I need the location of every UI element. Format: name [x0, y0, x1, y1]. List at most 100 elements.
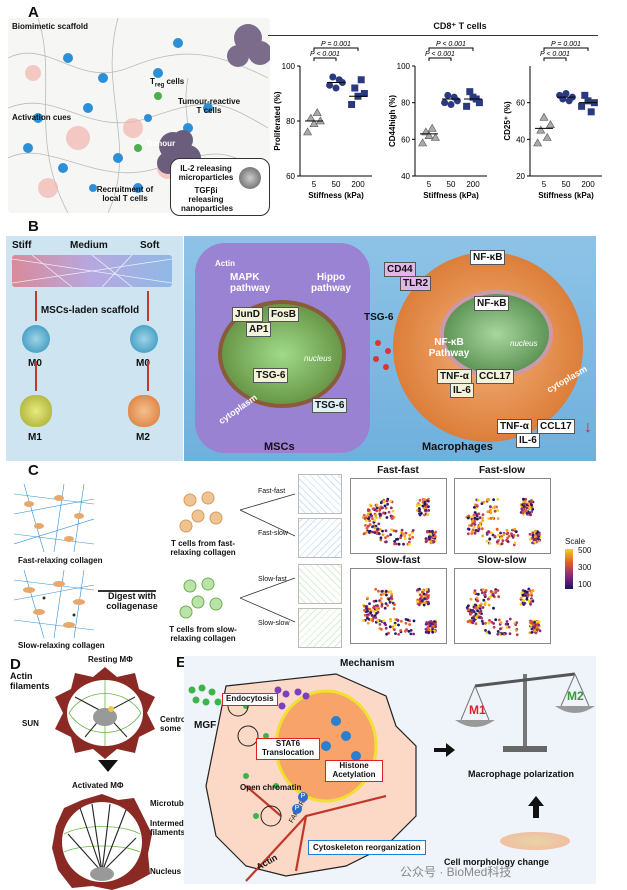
umap-point	[537, 623, 540, 627]
umap-point	[375, 503, 379, 507]
data-point-0	[312, 108, 322, 117]
up-arrow-stem	[533, 806, 539, 818]
cytoskeleton-box: Cytoskeleton reorganization	[308, 840, 426, 855]
umap-point	[475, 596, 479, 600]
panel-a-letter: A	[28, 4, 39, 21]
slow-collagen-mesh	[14, 570, 94, 638]
umap-point	[481, 513, 485, 516]
umap-point	[476, 499, 480, 502]
umap-point	[496, 498, 500, 501]
right-arrow-head-icon	[446, 743, 455, 757]
umap-point	[377, 522, 381, 526]
umap-point	[428, 535, 432, 538]
umap-point	[516, 534, 520, 537]
umap-point	[432, 540, 436, 544]
label-macrophages: Macrophages	[422, 441, 493, 453]
umap-point	[533, 541, 537, 544]
umap-point	[523, 589, 527, 593]
label-slow-collagen: Slow-relaxing collagen	[18, 641, 105, 650]
umap-point	[375, 608, 379, 611]
umap-point	[513, 527, 517, 531]
umap-point	[429, 540, 433, 544]
p-value-2: P < 0.001	[540, 51, 570, 58]
umap-point	[389, 590, 393, 593]
umap-point	[533, 620, 536, 624]
umap-point	[499, 531, 502, 535]
umap-point	[426, 600, 430, 604]
umap-point	[499, 627, 502, 631]
umap-point	[483, 593, 486, 597]
umap-point	[424, 601, 427, 605]
umap-point	[390, 592, 394, 596]
umap-point	[478, 611, 482, 614]
umap-point	[381, 506, 384, 510]
label-actin: Actin	[215, 259, 235, 268]
umap-point	[522, 505, 526, 509]
umap-point	[486, 510, 490, 514]
umap-point	[496, 509, 499, 512]
umap-point	[425, 621, 428, 624]
umap-point	[418, 600, 422, 604]
umap-point	[488, 542, 492, 545]
umap-point	[362, 532, 366, 536]
umap-title-sf: Slow-fast	[375, 555, 421, 566]
umap-point	[378, 623, 382, 626]
fak-p-icon-2: P	[292, 804, 302, 814]
data-point-2	[545, 120, 555, 128]
ap1-box: AP1	[246, 322, 272, 337]
umap-point	[379, 593, 383, 597]
umap-point	[365, 605, 368, 608]
label-treg-cells: Treg cells	[150, 77, 185, 89]
data-point-1	[475, 99, 483, 107]
umap-point	[468, 524, 471, 527]
y-axis-label-0: Proliferated (%)	[273, 91, 282, 150]
panel-b-letter: B	[28, 218, 39, 235]
t-cells-slow-icon	[179, 577, 223, 619]
umap-point	[514, 623, 518, 627]
umap-point	[531, 531, 535, 535]
umap-point	[427, 505, 430, 508]
up-arrow-icon	[528, 796, 544, 806]
p-value-1: P < 0.001	[436, 41, 466, 48]
umap-point	[497, 533, 500, 537]
umap-point	[493, 509, 497, 513]
umap-point	[481, 591, 484, 595]
down-arrow-black-icon	[98, 760, 118, 772]
umap-point	[492, 625, 496, 629]
umap-point	[537, 537, 540, 541]
data-point-2	[587, 108, 595, 116]
data-point-2	[578, 102, 586, 110]
umap-point	[364, 516, 368, 520]
umap-point	[537, 533, 541, 536]
watermark: 公众号 · BioMed科技	[400, 865, 512, 879]
umap-point	[365, 607, 368, 610]
umap-point	[477, 512, 481, 516]
umap-point	[411, 529, 415, 532]
umap-point	[371, 517, 374, 521]
label-hippo-pathway: Hippo pathway	[310, 272, 351, 294]
umap-point	[422, 603, 426, 607]
umap-point	[376, 527, 380, 531]
stat6-box: STAT6 Translocation	[256, 738, 320, 760]
umap-point	[366, 596, 369, 600]
umap-point	[409, 629, 413, 632]
umap-point	[471, 515, 474, 519]
label-morph: Cell morphology change	[444, 857, 550, 867]
y-tick-label-1: 60	[401, 135, 410, 144]
il6-box: IL-6	[450, 383, 474, 398]
y-tick-label-1: 40	[401, 172, 410, 181]
umap-point	[375, 509, 378, 513]
umap-point	[392, 529, 396, 533]
umap-point	[384, 626, 388, 630]
umap-point	[531, 507, 535, 511]
umap-point	[370, 514, 374, 518]
mesh-ss	[298, 608, 342, 648]
sig-bracket-2	[543, 57, 567, 61]
umap-point	[532, 623, 535, 626]
umap-point	[423, 502, 427, 506]
umap-point	[366, 512, 370, 516]
umap-point	[378, 514, 382, 517]
umap-point	[489, 508, 492, 512]
umap-point	[363, 613, 367, 617]
umap-point	[531, 533, 535, 537]
